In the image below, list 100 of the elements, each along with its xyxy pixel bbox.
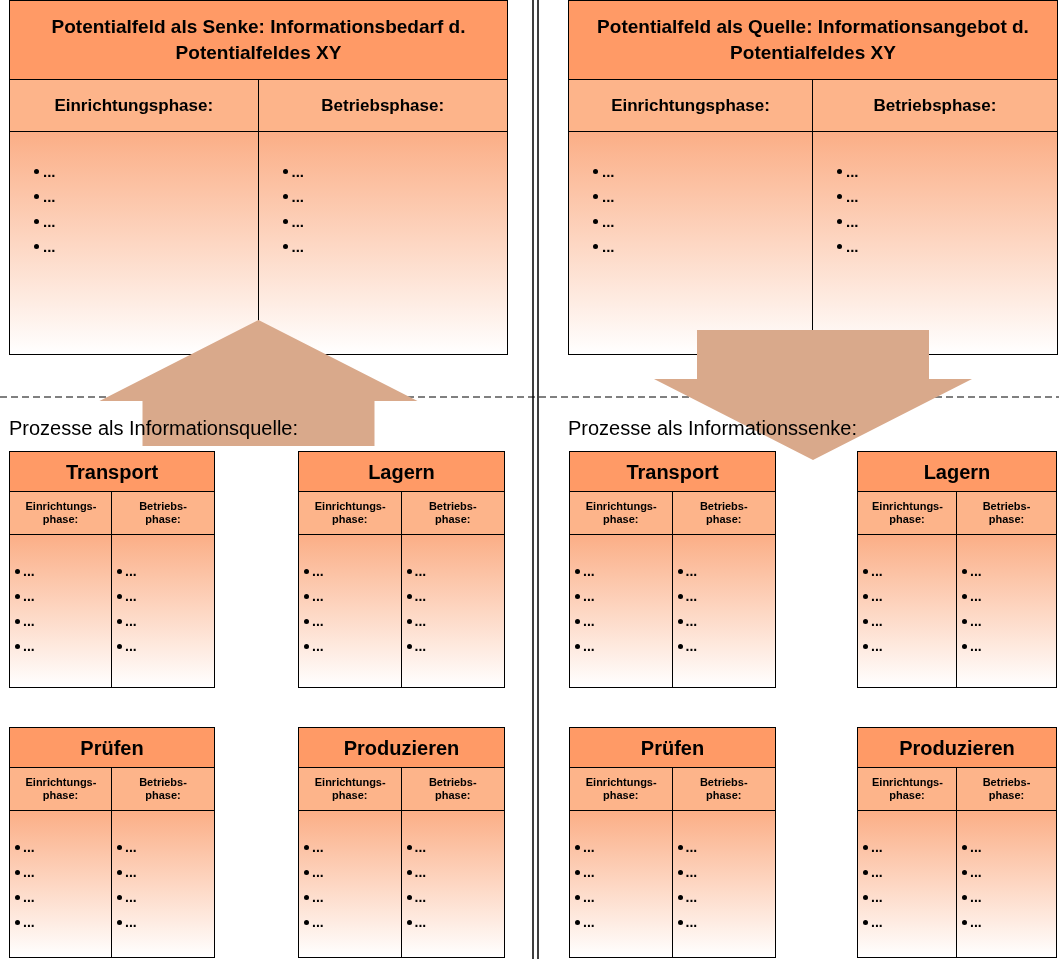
table-panel: [569, 451, 776, 688]
table-column: [10, 79, 259, 354]
list-item: ...: [583, 889, 595, 905]
column-header: Einrichtungs- phase:: [25, 776, 96, 802]
table-title: Prüfen: [80, 735, 144, 760]
table-column: [401, 767, 504, 957]
list-item: ...: [23, 864, 35, 880]
list-item: ...: [970, 839, 982, 855]
list-item: ...: [685, 638, 698, 654]
table-column: [570, 767, 673, 957]
list-item: ...: [23, 839, 35, 855]
list-item: ...: [602, 163, 615, 180]
list-item: ...: [414, 613, 427, 629]
list-item: ...: [871, 839, 883, 855]
list-item: ...: [312, 914, 324, 930]
list-item: ...: [125, 613, 137, 629]
list-item: ...: [414, 889, 427, 905]
list-item: ...: [414, 588, 427, 604]
list-item: ...: [871, 613, 883, 629]
list-item: ...: [970, 864, 982, 880]
table-title: Produzieren: [899, 735, 1015, 760]
list-item: ...: [871, 914, 883, 930]
column-header: Betriebsphase:: [873, 95, 997, 116]
column-header: Betriebs- phase:: [698, 776, 749, 802]
table-title: Prüfen: [640, 735, 705, 760]
list-item: ...: [23, 638, 35, 654]
column-header: Betriebs- phase:: [427, 776, 478, 802]
table-panel: [9, 727, 215, 958]
column-header: Einrichtungs- phase:: [585, 500, 656, 526]
table-title: Transport: [65, 459, 159, 484]
list-item: ...: [312, 563, 324, 579]
list-item: ...: [685, 864, 698, 880]
table-column: [10, 767, 112, 957]
list-item: ...: [871, 588, 883, 604]
list-item: ...: [970, 588, 982, 604]
list-item: ...: [23, 563, 35, 579]
list-item: ...: [312, 613, 324, 629]
list-item: ...: [291, 163, 304, 180]
list-item: ...: [685, 588, 698, 604]
list-item: ...: [23, 914, 35, 930]
list-item: ...: [583, 839, 595, 855]
list-item: ...: [583, 588, 595, 604]
table-column: [299, 491, 402, 687]
list-item: ...: [312, 638, 324, 654]
list-item: ...: [583, 638, 595, 654]
section-label: Prozesse als Informationssenke:: [568, 410, 858, 446]
table-column: [957, 767, 1056, 957]
list-item: ...: [685, 839, 698, 855]
table-column: [258, 79, 507, 354]
table-title: Produzieren: [343, 735, 460, 760]
section-label: Prozesse als Informationsquelle:: [9, 410, 299, 446]
list-item: ...: [871, 563, 883, 579]
table-panel: [569, 727, 776, 958]
list-item: ...: [602, 188, 615, 205]
block-arrow: [654, 330, 972, 460]
column-header: Betriebs- phase:: [698, 500, 749, 526]
table-column: [570, 491, 673, 687]
list-item: ...: [685, 889, 698, 905]
table-column: [672, 767, 775, 957]
list-item: ...: [312, 839, 324, 855]
column-header: Einrichtungsphase:: [611, 95, 770, 116]
list-item: ...: [23, 889, 35, 905]
table-column: [813, 79, 1057, 354]
column-header: Betriebs- phase:: [981, 776, 1032, 802]
list-item: ...: [602, 238, 615, 255]
list-item: ...: [414, 839, 427, 855]
column-header: Betriebs- phase:: [427, 500, 478, 526]
table-panel: [9, 0, 508, 355]
table-column: [401, 491, 504, 687]
list-item: ...: [846, 213, 859, 230]
block-arrow: [99, 320, 418, 446]
list-item: ...: [846, 188, 859, 205]
column-header: Betriebs- phase:: [138, 500, 188, 526]
column-header: Betriebs- phase:: [981, 500, 1032, 526]
list-item: ...: [43, 188, 56, 205]
column-header: Einrichtungs- phase:: [25, 500, 96, 526]
table-column: [299, 767, 402, 957]
column-header: Einrichtungs- phase:: [314, 500, 385, 526]
table-column: [112, 491, 214, 687]
list-item: ...: [125, 914, 137, 930]
list-item: ...: [970, 563, 982, 579]
table-column: [672, 491, 775, 687]
table-title: Lagern: [923, 459, 991, 484]
column-header: Einrichtungs- phase:: [872, 776, 942, 802]
list-item: ...: [685, 613, 698, 629]
table-title: Potentialfeld als Quelle: Informationsangebot d. Potentialfeldes XY: [596, 15, 1030, 65]
table-title: Lagern: [368, 459, 435, 484]
column-header: Betriebsphase:: [321, 95, 445, 116]
list-item: ...: [602, 213, 615, 230]
list-item: ...: [43, 213, 56, 230]
list-item: ...: [125, 889, 137, 905]
table-title: Potentialfeld als Senke: Informationsbedarf d. Potentialfeldes XY: [50, 15, 467, 65]
list-item: ...: [846, 238, 859, 255]
list-item: ...: [970, 889, 982, 905]
list-item: ...: [125, 864, 137, 880]
list-item: ...: [312, 588, 324, 604]
table-panel: [857, 451, 1057, 688]
list-item: ...: [846, 163, 859, 180]
column-header: Einrichtungsphase:: [54, 95, 214, 116]
table-title: Transport: [626, 459, 719, 484]
